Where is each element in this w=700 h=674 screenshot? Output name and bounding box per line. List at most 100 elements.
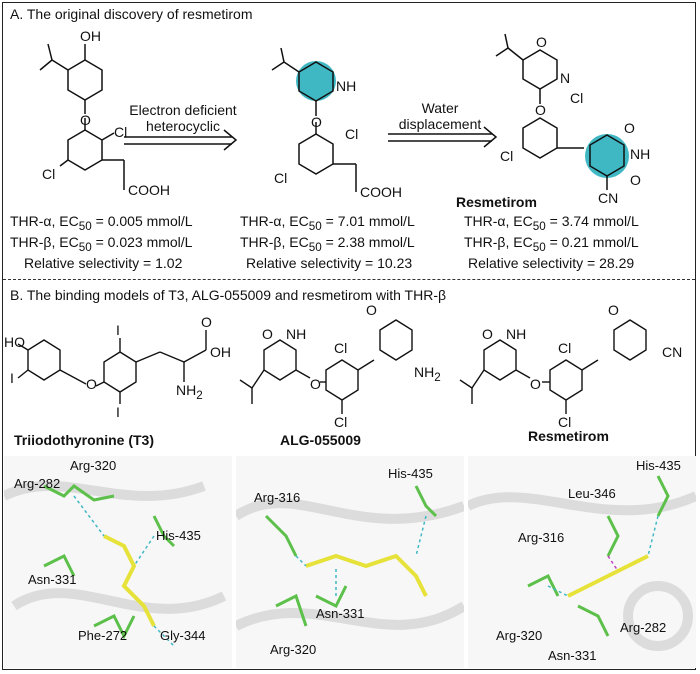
beta-prefix: THR-β, EC	[464, 234, 533, 250]
ec-subscript: 50	[532, 240, 546, 254]
binding-panel-resmetirom: His-435 Leu-346 Arg-316 Arg-320 Arg-282 …	[468, 456, 696, 668]
res-b-atom-o3: O	[608, 302, 619, 318]
atom-o-3a: O	[536, 34, 547, 50]
alpha-value: = 0.005 mmol/L	[91, 213, 193, 229]
residue-label: His-435	[636, 458, 681, 473]
residue-label: Asn-331	[28, 572, 77, 587]
atom-nh-3: NH	[630, 146, 651, 162]
ec-subscript: 50	[308, 219, 322, 233]
compound-2-alpha: THR-α, EC50 = 7.01 mmol/L	[240, 213, 415, 233]
t3-atom-oh: OH	[210, 344, 231, 360]
residue-label: Asn-331	[548, 648, 597, 663]
alg-atom-o3: O	[366, 302, 377, 318]
residue-label: Arg-282	[620, 620, 667, 635]
arrow-2-line1: Water	[421, 100, 459, 116]
res-b-atom-cl1: Cl	[558, 340, 572, 356]
alg-atom-cl1: Cl	[334, 340, 348, 356]
atom-cooh-2: COOH	[360, 184, 402, 200]
atom-cl-1b: Cl	[42, 166, 56, 182]
res-b-atom-cn: CN	[662, 344, 683, 360]
binding-panel-alg: Arg-316 His-435 Asn-331 Arg-320	[236, 456, 464, 668]
atom-cooh-1: COOH	[128, 182, 170, 198]
nh-subscript: 2	[196, 388, 203, 402]
res-b-atom-nh: NH	[506, 326, 527, 342]
res-b-atom-o1: O	[482, 326, 493, 342]
compound-2-beta: THR-β, EC50 = 2.38 mmol/L	[240, 234, 415, 254]
t3-atom-i3: I	[116, 404, 120, 420]
residue-label: Arg-320	[270, 642, 317, 657]
atom-cl-3a: Cl	[570, 90, 584, 106]
nh-text: NH	[414, 364, 435, 380]
residue-label: Gly-344	[160, 628, 206, 643]
residue-label: Asn-331	[316, 606, 365, 621]
t3-structure	[17, 330, 207, 404]
nh-subscript: 2	[434, 370, 441, 384]
atom-n-3a: N	[560, 70, 571, 86]
ec-subscript: 50	[532, 219, 546, 233]
arrow-1-line1: Electron deficient	[129, 102, 237, 118]
highlight-circle-1	[296, 61, 336, 101]
compound-3-beta: THR-β, EC50 = 0.21 mmol/L	[464, 234, 639, 254]
arrow-1-label: Electron deficient heterocyclic	[118, 102, 248, 134]
atom-o-3b: O	[535, 102, 546, 118]
t3-atom-i2: I	[116, 322, 120, 338]
res-b-name: Resmetirom	[528, 428, 609, 444]
atom-cl-2a: Cl	[345, 126, 359, 142]
t3-atom-o2: O	[201, 314, 212, 330]
alpha-value: = 3.74 mmol/L	[545, 213, 639, 229]
arrow-2	[388, 126, 498, 148]
beta-value: = 2.38 mmol/L	[321, 234, 415, 250]
compound-1-structure	[39, 43, 125, 190]
beta-prefix: THR-β, EC	[10, 234, 79, 250]
section-a-structures	[39, 33, 629, 192]
compound-1-beta: THR-β, EC50 = 0.023 mmol/L	[10, 234, 192, 254]
ec-subscript: 50	[78, 219, 92, 233]
t3-atom-nh2: NH2	[176, 382, 203, 402]
alpha-prefix: THR-α, EC	[10, 213, 79, 229]
t3-atom-ho: HO	[4, 334, 25, 350]
arrow-2-label: Water displacement	[390, 100, 490, 132]
alg-structure	[239, 319, 413, 414]
t3-atom-i1: I	[10, 370, 14, 386]
atom-o-2: O	[311, 114, 322, 130]
nh-text: NH	[176, 382, 197, 398]
atom-o-3c: O	[624, 120, 635, 136]
t3-atom-o: O	[86, 376, 97, 392]
res-b-atom-o2: O	[530, 376, 541, 392]
atom-nh-2: NH	[336, 78, 357, 94]
alpha-prefix: THR-α, EC	[464, 213, 533, 229]
highlight-circle-2	[585, 134, 629, 178]
section-a-title: A. The original discovery of resmetirom	[10, 6, 253, 22]
atom-cl-3b: Cl	[500, 148, 514, 164]
compound-3-name: Resmetirom	[456, 194, 537, 210]
binding-panel-t3: Arg-282 Arg-320 His-435 Asn-331 Phe-272 …	[4, 456, 232, 668]
ec-subscript: 50	[308, 240, 322, 254]
compound-3-selectivity: Relative selectivity = 28.29	[468, 255, 635, 271]
beta-value: = 0.023 mmol/L	[91, 234, 193, 250]
section-divider	[3, 279, 695, 280]
res-b-atom-cl2: Cl	[558, 414, 572, 430]
binding-render-resmetirom	[468, 475, 696, 651]
residue-label: Arg-316	[254, 490, 301, 505]
arrow-1	[124, 129, 238, 151]
residue-label: His-435	[388, 466, 433, 481]
beta-prefix: THR-β, EC	[240, 234, 309, 250]
residue-label: His-435	[156, 528, 201, 543]
compound-1-alpha: THR-α, EC50 = 0.005 mmol/L	[10, 213, 193, 233]
ec-subscript: 50	[78, 240, 92, 254]
residue-label: Arg-282	[14, 476, 61, 491]
arrow-2-line2: displacement	[398, 116, 482, 132]
residue-label: Phe-272	[78, 628, 128, 643]
residue-label: Arg-320	[496, 628, 543, 643]
alg-atom-cl2: Cl	[334, 414, 348, 430]
alpha-value: = 7.01 mmol/L	[321, 213, 415, 229]
compound-1-selectivity: Relative selectivity = 1.02	[24, 255, 183, 271]
arrow-1-line2: heterocyclic	[146, 118, 220, 134]
alpha-prefix: THR-α, EC	[240, 213, 309, 229]
compound-3-structure	[495, 33, 629, 190]
atom-cl-1a: Cl	[114, 124, 128, 140]
beta-value: = 0.21 mmol/L	[545, 234, 639, 250]
atom-o-1: O	[80, 112, 91, 128]
